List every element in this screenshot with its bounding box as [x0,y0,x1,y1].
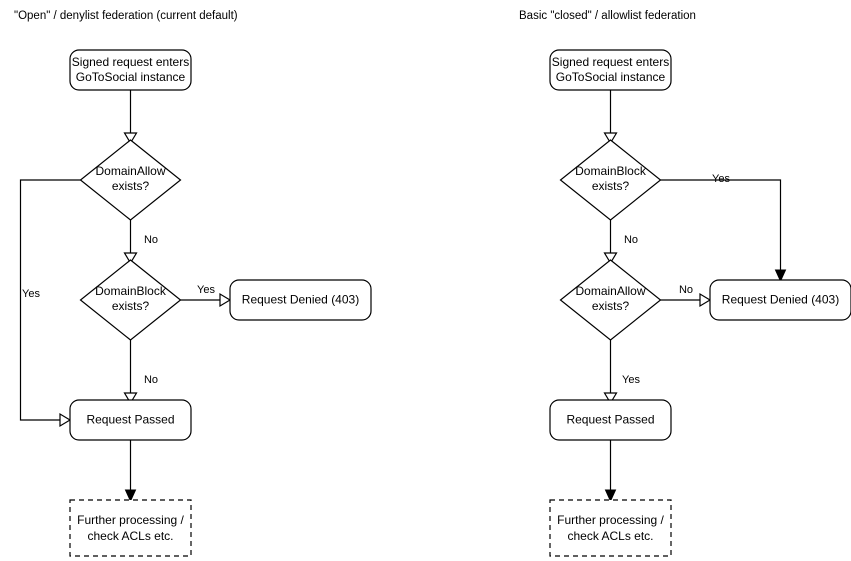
column-closed-federation: Basic "closed" / allowlist federation Si… [519,10,851,557]
start-box-label-line1: Signed request enters [72,55,189,69]
domainblock-label-line2: exists? [592,179,630,193]
node-request-denied-closed[interactable]: Request Denied (403) [709,279,851,321]
edge-label-yes: Yes [22,288,40,300]
node-further-processing-open[interactable]: Further processing / check ACLs etc. [69,499,192,557]
filled-arrowhead-icon [604,489,617,503]
domainallow-label-line1: DomainAllow [95,164,165,178]
open-arrowhead-icon [59,412,72,428]
column-open-federation: "Open" / denylist federation (current de… [14,10,372,557]
edge-start-to-domainblock-closed [603,90,618,145]
edge-label-no: No [679,284,693,296]
filled-arrowhead-icon [774,269,787,283]
start-box-label-line2: GoToSocial instance [556,70,666,84]
edge-domainblock-yes-open: Yes [180,284,232,308]
open-arrowhead-icon [699,292,712,308]
column-title-open-federation: "Open" / denylist federation (current de… [14,10,238,22]
further-processing-label-line1: Further processing / [557,513,664,527]
edge-domainallow-no-closed: No [660,284,712,308]
further-processing-label-line2: check ACLs etc. [567,529,653,543]
node-domainallow-closed[interactable]: DomainAllow exists? [559,259,662,341]
node-start-closed[interactable]: Signed request enters GoToSocial instanc… [549,49,672,91]
edge-domainblock-no-closed: No [603,220,638,265]
edge-domainallow-no-open: No [123,220,158,265]
filled-arrowhead-icon [124,489,137,503]
edge-requestpassed-to-further-closed [604,440,617,503]
request-denied-label: Request Denied (403) [722,293,839,307]
request-passed-label: Request Passed [86,413,174,427]
edge-label-no: No [624,234,638,246]
node-domainblock-open[interactable]: DomainBlock exists? [79,259,182,341]
edge-domainallow-yes-open: Yes [19,179,81,428]
domainblock-label-line1: DomainBlock [95,284,167,298]
further-processing-box-shape [549,499,672,557]
request-denied-label: Request Denied (403) [242,293,359,307]
node-domainblock-closed[interactable]: DomainBlock exists? [559,139,662,221]
request-passed-label: Request Passed [566,413,654,427]
further-processing-label-line1: Further processing / [77,513,184,527]
node-start-open[interactable]: Signed request enters GoToSocial instanc… [69,49,192,91]
edge-line [19,179,81,421]
node-request-passed-closed[interactable]: Request Passed [549,399,672,441]
edge-domainblock-no-open: No [123,340,158,405]
start-box-label-line1: Signed request enters [552,55,669,69]
edge-start-to-domainallow-open [123,90,138,145]
further-processing-label-line2: check ACLs etc. [87,529,173,543]
column-title-closed-federation: Basic "closed" / allowlist federation [519,10,696,22]
edge-line [660,179,782,274]
further-processing-box-shape [69,499,192,557]
edge-domainblock-yes-closed: Yes [660,173,787,283]
edge-label-yes: Yes [197,284,215,296]
domainblock-label-line2: exists? [112,299,150,313]
open-arrowhead-icon [123,132,138,145]
open-arrowhead-icon [123,252,138,265]
edge-label-no: No [144,234,158,246]
open-arrowhead-icon [603,392,618,405]
node-request-denied-open[interactable]: Request Denied (403) [229,279,372,321]
open-arrowhead-icon [603,252,618,265]
request-denied-box-shape [709,279,851,321]
domainallow-label-line1: DomainAllow [575,284,645,298]
edge-label-yes: Yes [622,374,640,386]
open-arrowhead-icon [123,392,138,405]
edge-requestpassed-to-further-open [124,440,137,503]
edge-domainallow-yes-closed: Yes [603,340,640,405]
open-arrowhead-icon [603,132,618,145]
domainblock-label-line1: DomainBlock [575,164,647,178]
node-further-processing-closed[interactable]: Further processing / check ACLs etc. [549,499,672,557]
edge-label-yes: Yes [712,173,730,185]
node-request-passed-open[interactable]: Request Passed [69,399,192,441]
start-box-label-line2: GoToSocial instance [76,70,186,84]
open-arrowhead-icon [219,292,232,308]
edge-label-no: No [144,374,158,386]
domainallow-label-line2: exists? [112,179,150,193]
request-denied-box-shape [229,279,372,321]
domainallow-label-line2: exists? [592,299,630,313]
node-domainallow-open[interactable]: DomainAllow exists? [79,139,182,221]
